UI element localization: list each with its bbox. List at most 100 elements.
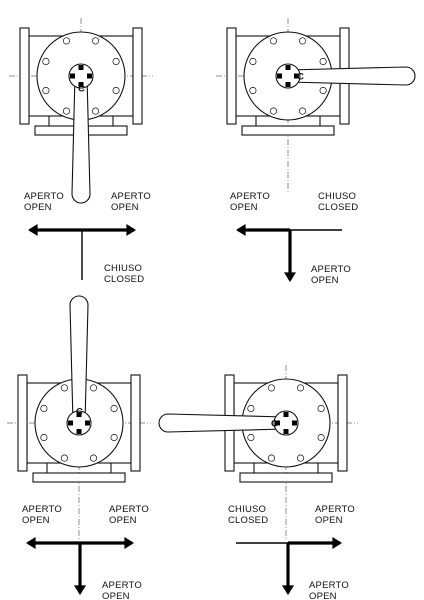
bolt [296, 454, 305, 462]
hub-key [292, 420, 297, 426]
hub-key [78, 82, 84, 87]
hub-key [76, 412, 82, 417]
state-label-left: APERTO [24, 191, 64, 202]
state-label-bottom: CHIUSO [104, 263, 142, 274]
bolt [317, 433, 325, 442]
flow-symbol-tl [28, 224, 136, 280]
hub-key [78, 65, 84, 70]
hub-key [277, 73, 282, 79]
bolt [110, 433, 118, 442]
flow-arrowhead [28, 224, 38, 236]
flow-symbol-br [236, 537, 342, 595]
state-label-right: APERTO [109, 504, 149, 515]
bolt [89, 454, 98, 462]
bolt [317, 404, 325, 413]
bolt [91, 107, 100, 115]
flange-right [130, 374, 141, 472]
bolt [247, 404, 255, 413]
bolt [249, 86, 257, 95]
bolt [267, 384, 276, 392]
handle-lever [158, 413, 287, 433]
bolt [269, 107, 278, 115]
flange-bottom [239, 472, 333, 483]
flow-arrowhead [126, 224, 136, 236]
bolt [319, 57, 327, 66]
flow-arrowhead [282, 585, 294, 595]
bolt [42, 86, 50, 95]
hub-key [76, 429, 82, 434]
handle-lever [69, 295, 89, 424]
bolt [247, 433, 255, 442]
state-label-left: APERTO [22, 504, 62, 515]
bolt [298, 107, 307, 115]
hub-key [283, 429, 289, 434]
flow-arrowhead [26, 537, 36, 549]
flow-arrowhead [332, 537, 342, 549]
hub-key [70, 73, 75, 79]
state-label-right: CHIUSO [318, 191, 356, 202]
bolt [249, 57, 257, 66]
handle-lever [287, 66, 416, 86]
state-label-right: APERTO [315, 504, 355, 515]
handle-hub [273, 410, 299, 436]
state-label-right-en: OPEN [315, 515, 343, 526]
handle-marker: C [271, 419, 278, 430]
bolt [42, 57, 50, 66]
flange-left [226, 27, 237, 125]
state-label-left-en: OPEN [22, 515, 50, 526]
hub-key [85, 420, 90, 426]
flange-right [132, 27, 143, 125]
bolt [62, 107, 71, 115]
state-label-right-en: OPEN [109, 515, 137, 526]
state-label-left-en: CLOSED [228, 515, 268, 526]
bolt [60, 454, 69, 462]
bolt [110, 404, 118, 413]
hub-key [285, 82, 291, 87]
flange-left [19, 27, 30, 125]
valve-br: C [158, 365, 358, 541]
state-label-right-en: CLOSED [318, 202, 358, 213]
bolt [269, 37, 278, 45]
bolt [40, 404, 48, 413]
flow-arrowhead [74, 585, 86, 595]
state-label-bottom-en: OPEN [309, 591, 337, 600]
flow-arrowhead [124, 537, 134, 549]
handle-marker: C [76, 407, 83, 418]
bolt [267, 454, 276, 462]
bolt [40, 433, 48, 442]
state-label-left-en: OPEN [230, 202, 258, 213]
bolt [112, 57, 120, 66]
handle-hub [68, 63, 94, 89]
flange-left [17, 374, 28, 472]
bolt [89, 384, 98, 392]
hub-key [68, 420, 73, 426]
flow-arrowhead [284, 272, 296, 282]
state-label-bottom-en: OPEN [102, 591, 130, 600]
hub-key [285, 65, 291, 70]
bolt [91, 37, 100, 45]
state-label-bottom-en: OPEN [311, 275, 339, 286]
hub-key [87, 73, 92, 79]
state-label-bottom-en: CLOSED [104, 274, 144, 285]
bolt [298, 37, 307, 45]
hub-key [283, 412, 289, 417]
valve-bl: C [7, 295, 151, 541]
handle-hub [275, 63, 301, 89]
state-label-bottom: APERTO [102, 580, 142, 591]
state-label-right-en: OPEN [111, 202, 139, 213]
flow-arrowhead [236, 224, 246, 236]
flange-bottom [32, 472, 126, 483]
state-label-left: CHIUSO [228, 504, 266, 515]
state-label-bottom: APERTO [311, 264, 351, 275]
bolt [319, 86, 327, 95]
handle-hub [66, 410, 92, 436]
bolt [296, 384, 305, 392]
hub-key [294, 73, 299, 79]
state-label-bottom: APERTO [309, 580, 349, 591]
handle-lever [71, 75, 91, 204]
